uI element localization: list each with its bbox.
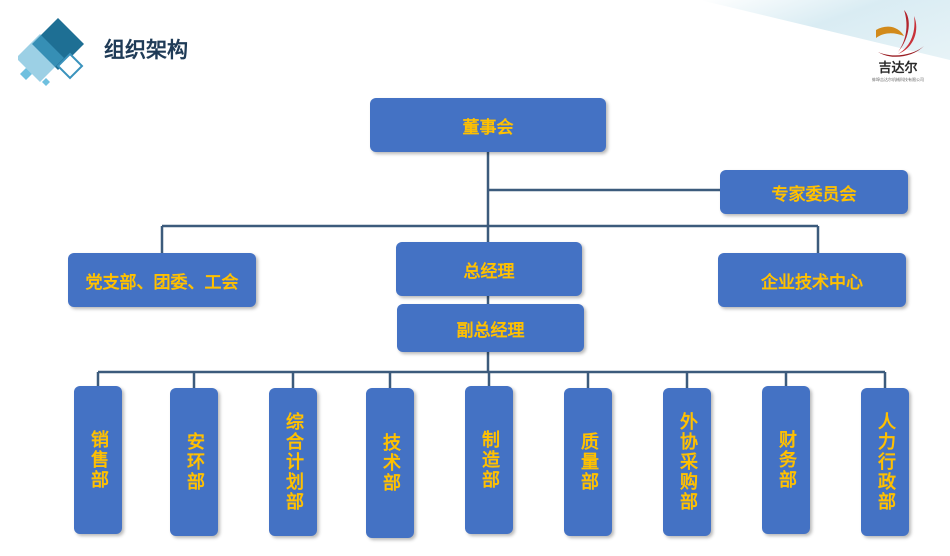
deputy-gm-box: 副总经理 [397,304,584,352]
general-manager-box: 总经理 [396,242,582,296]
page-title: 组织架构 [104,38,188,62]
dept-box-hr-admin: 人力行政部 [861,388,909,536]
company-logo: 吉达尔 蚌埠吉达尔机械科技有限公司 [858,8,938,92]
dept-box-outsourcing-procurement: 外协采购部 [663,388,711,536]
logo-name: 吉达尔 [878,61,918,76]
dept-box-quality: 质量部 [564,388,612,536]
dept-box-sales: 销售部 [74,386,122,534]
dept-box-technology: 技术部 [366,388,414,538]
tech-center-box: 企业技术中心 [718,253,906,307]
company-emblem-icon [876,10,924,57]
diamond-logo-icon [18,18,84,86]
dept-box-finance: 财务部 [762,386,810,534]
party-union-box: 党支部、团委、工会 [68,253,256,307]
dept-box-manufacturing: 制造部 [465,386,513,534]
board-box: 董事会 [370,98,606,152]
expert-committee-box: 专家委员会 [720,170,908,214]
dept-box-safety-environment: 安环部 [170,388,218,536]
dept-box-planning: 综合计划部 [269,388,317,536]
logo-subtitle: 蚌埠吉达尔机械科技有限公司 [872,77,924,82]
